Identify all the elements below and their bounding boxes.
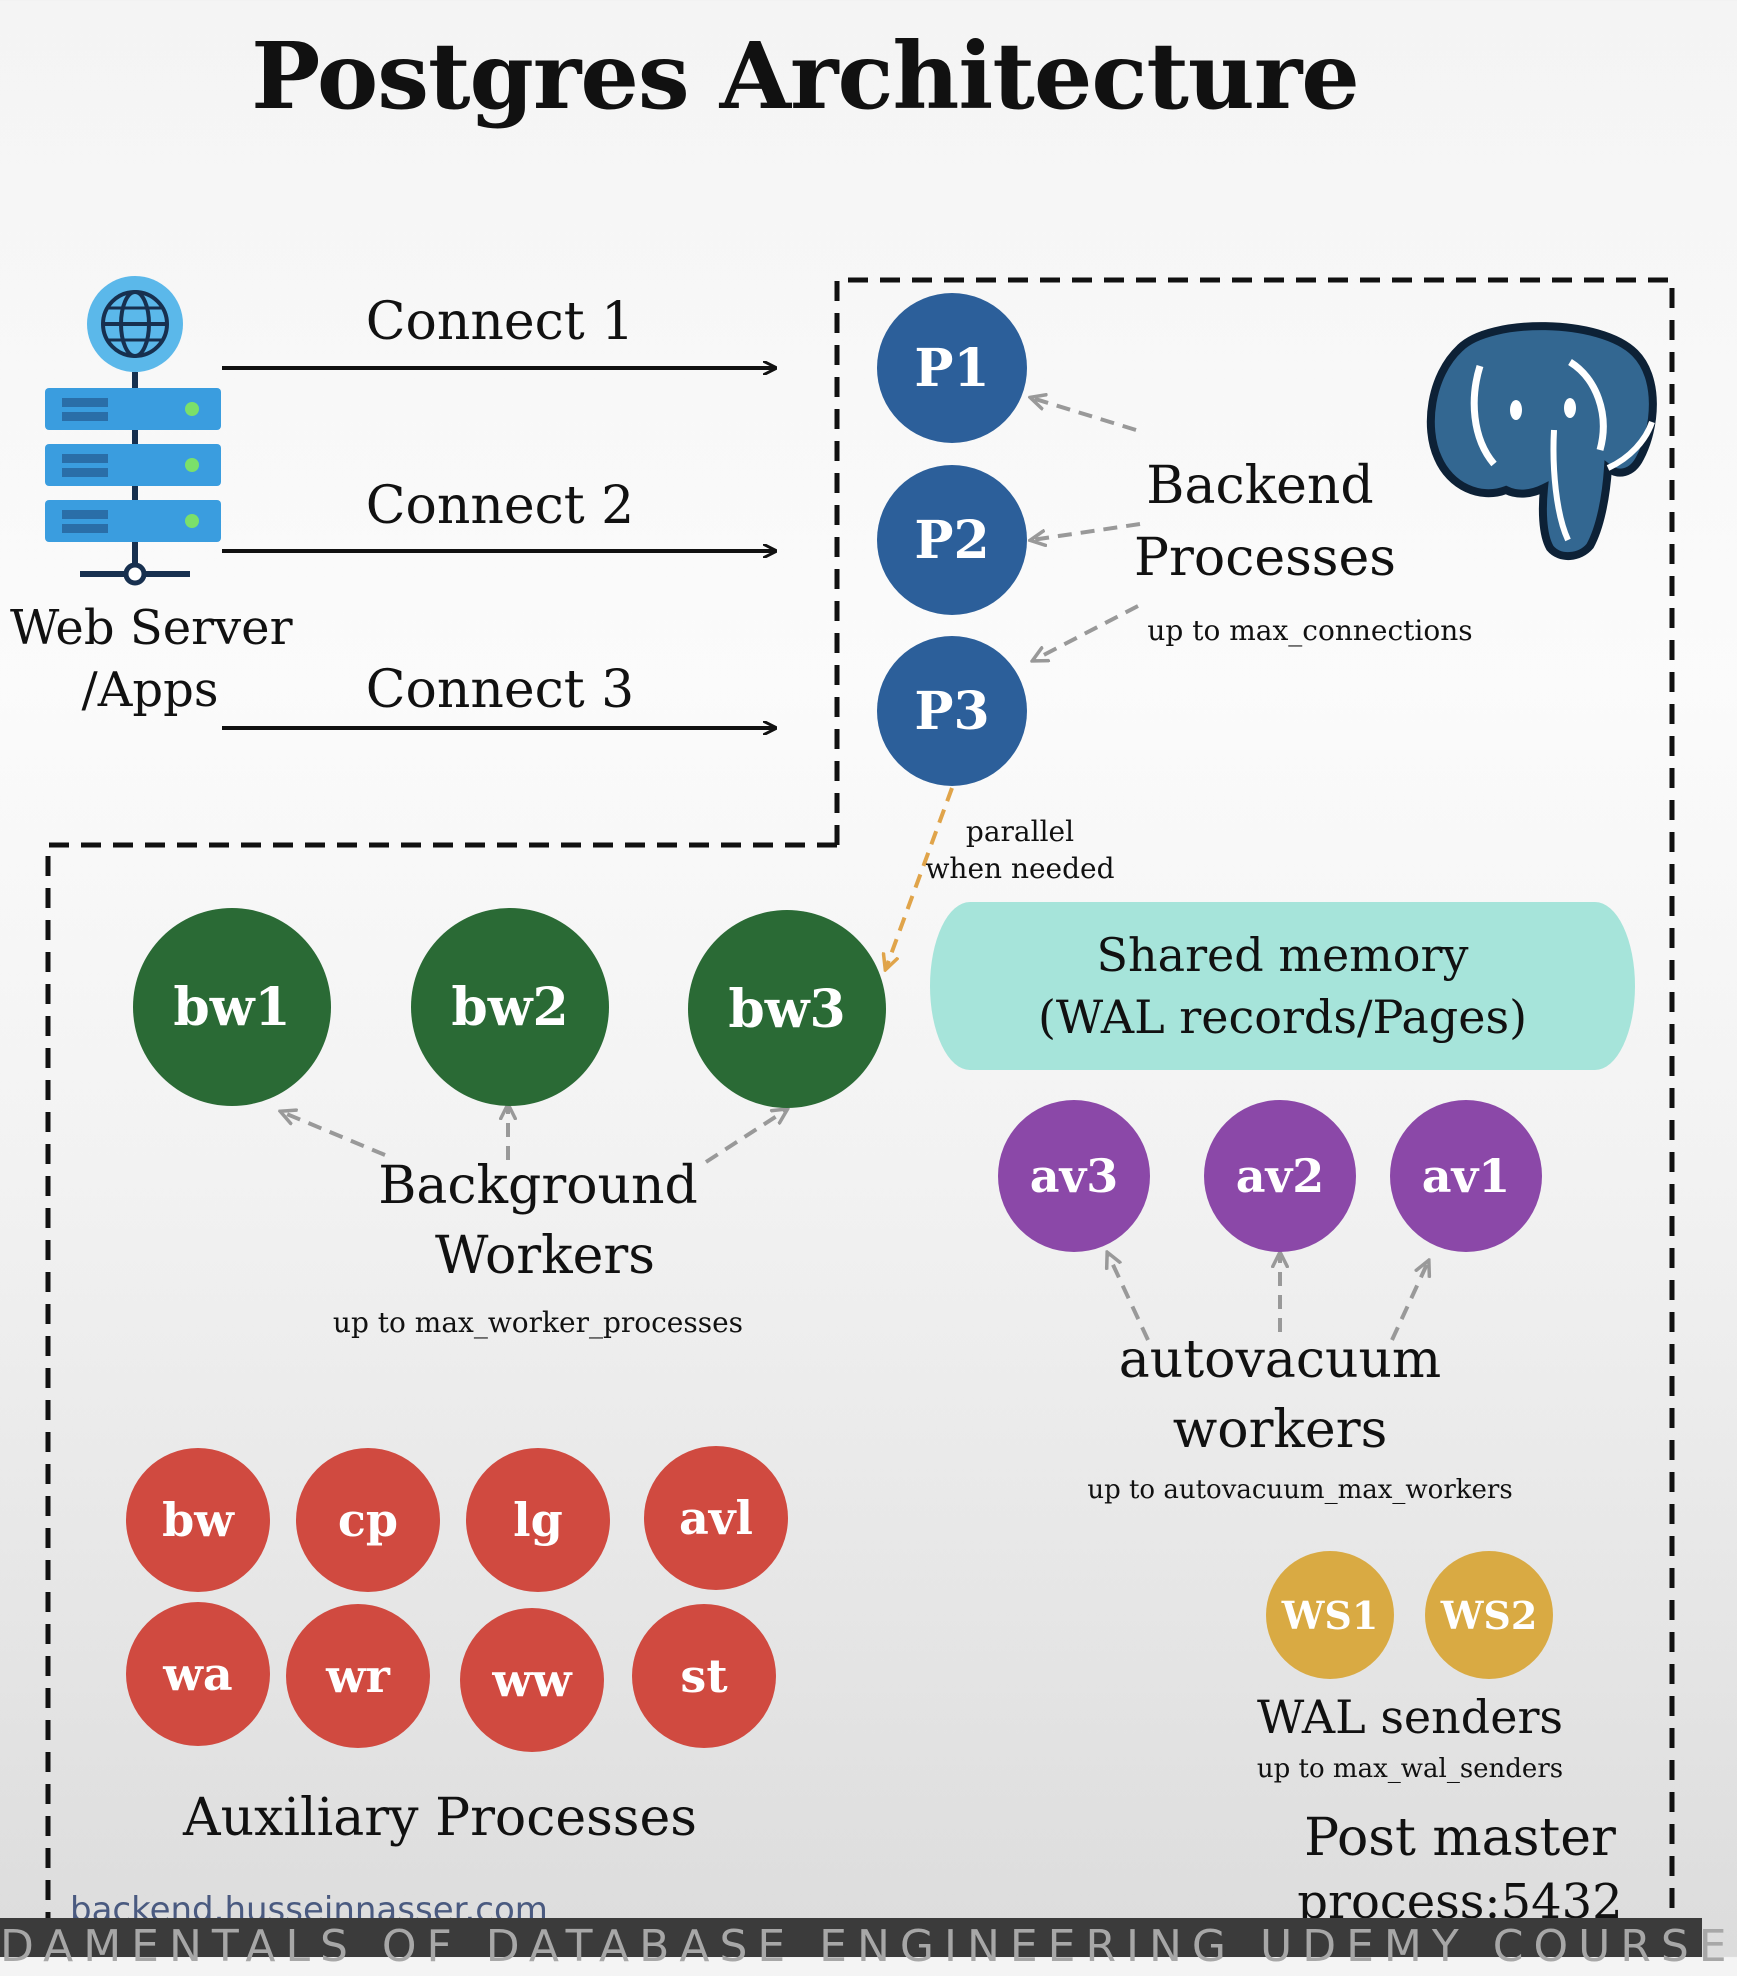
autovacuum-worker-av3: av3 [998, 1100, 1150, 1252]
wal-senders-limit: up to max_wal_senders [1256, 1754, 1564, 1784]
autovacuum-limit: up to autovacuum_max_workers [1087, 1475, 1513, 1505]
postmaster-boundary [45, 277, 1675, 1957]
autovacuum-worker-av1: av1 [1390, 1100, 1542, 1252]
auxiliary-process-st: st [632, 1604, 776, 1748]
backend-label: Backend [1146, 456, 1374, 516]
backend-process-p1: P1 [877, 293, 1027, 443]
background-workers-limit: up to max_worker_processes [332, 1306, 744, 1339]
connect-2-label: Connect 2 [365, 476, 635, 536]
auxiliary-label: Auxiliary Processes [183, 1788, 697, 1848]
shared-memory-subtitle: (WAL records/Pages) [1037, 990, 1528, 1044]
auxiliary-process-wa: wa [126, 1602, 270, 1746]
wal-sender-ws2: WS2 [1425, 1551, 1553, 1679]
bottom-banner: DAMENTALS OF DATABASE ENGINEERING UDEMY … [0, 1918, 1727, 1972]
page-title: Postgres Architecture [251, 22, 1360, 130]
auxiliary-process-cp: cp [296, 1448, 440, 1592]
auxiliary-process-bw: bw [126, 1448, 270, 1592]
auxiliary-process-lg: lg [466, 1448, 610, 1592]
autovacuum-label: autovacuum [1118, 1330, 1442, 1390]
postgres-elephant-icon [1426, 322, 1657, 560]
background-worker-bw2: bw2 [411, 908, 609, 1106]
shared-memory: Shared memory (WAL records/Pages) [930, 902, 1635, 1070]
globe-icon [87, 276, 183, 372]
diagram-lines [45, 277, 1675, 1957]
parallel-note: parallel [965, 815, 1075, 848]
connect-3-label: Connect 3 [365, 660, 635, 720]
server-icon [45, 276, 221, 586]
background-worker-bw3: bw3 [688, 910, 886, 1108]
wal-senders-label: WAL senders [1256, 1690, 1564, 1744]
connect-1-label: Connect 1 [365, 292, 635, 352]
background-workers-label-line2: Workers [435, 1226, 655, 1286]
backend-process-p2: P2 [877, 465, 1027, 615]
wal-sender-ws1: WS1 [1266, 1551, 1394, 1679]
backend-process-p3: P3 [877, 636, 1027, 786]
auxiliary-process-ww: ww [460, 1608, 604, 1752]
auxiliary-process-avl: avl [644, 1446, 788, 1590]
background-worker-bw1: bw1 [133, 908, 331, 1106]
backend-label-line2: Processes [1134, 528, 1396, 588]
backend-limit: up to max_connections [1147, 614, 1473, 647]
shared-memory-title: Shared memory [1096, 928, 1469, 982]
background-workers-label: Background [378, 1156, 698, 1216]
autovacuum-worker-av2: av2 [1204, 1100, 1356, 1252]
auxiliary-process-wr: wr [286, 1604, 430, 1748]
web-server-label: Web Server [10, 600, 293, 656]
autovacuum-label-line2: workers [1172, 1400, 1388, 1460]
postmaster-label: Post master [1304, 1808, 1616, 1868]
parallel-note-line2: when needed [925, 852, 1115, 885]
web-server-label-line2: /Apps [81, 662, 219, 718]
